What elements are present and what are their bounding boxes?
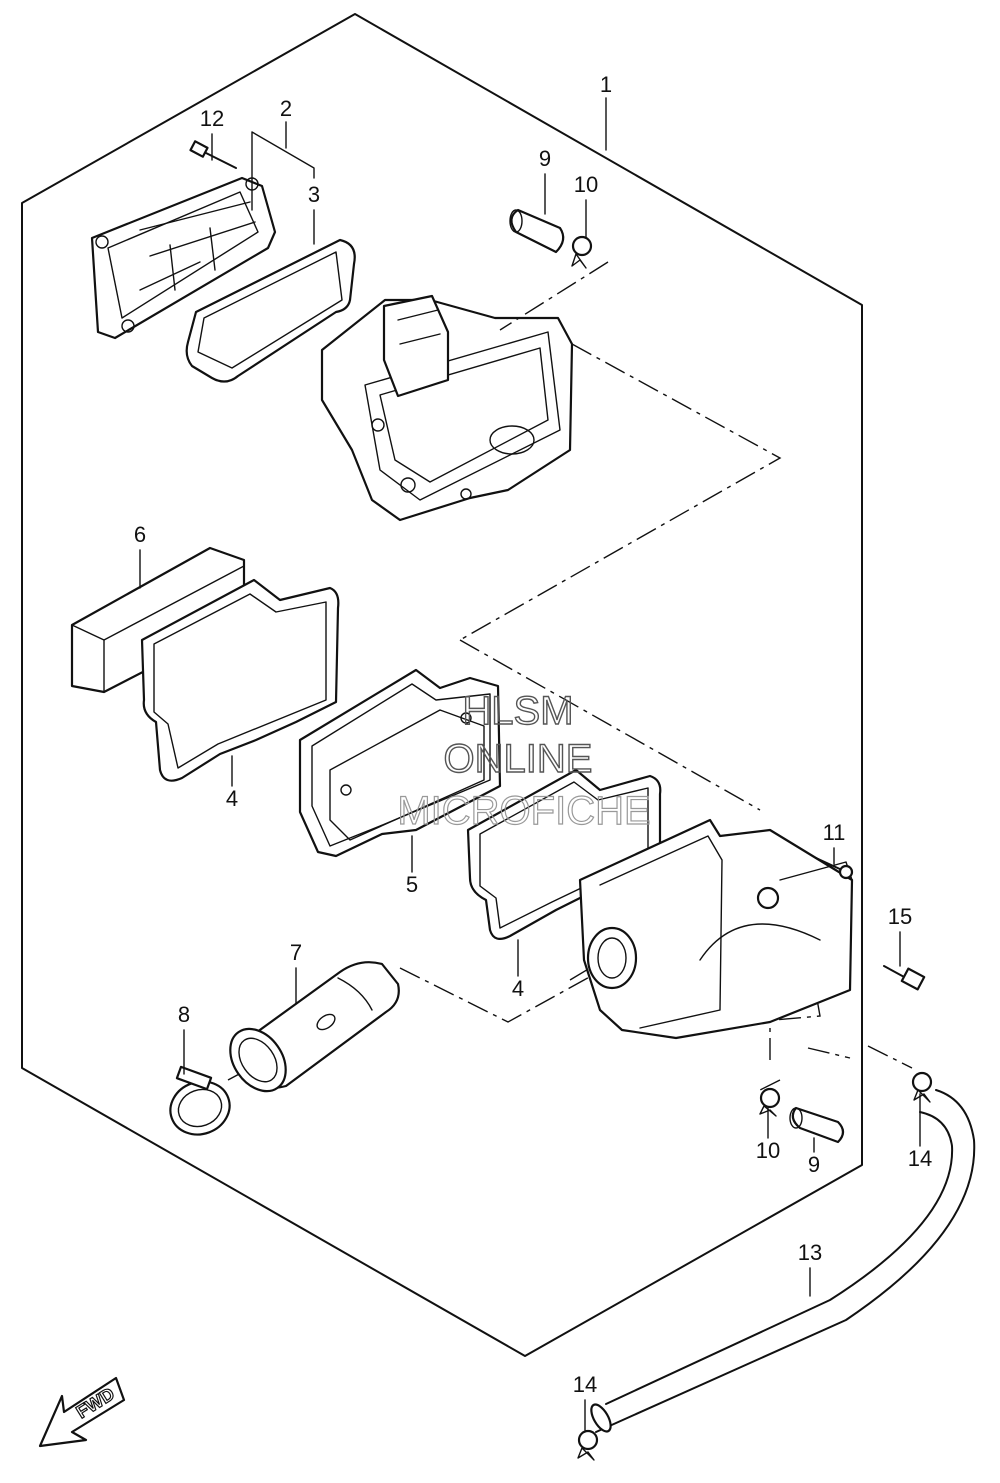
hose-clip-upper-right-part [911,1071,933,1103]
callout-15: 15 [888,904,912,929]
hose-clamp-part [169,1065,231,1136]
screw-side-part [815,857,854,880]
element-gasket-lower-part [466,768,662,941]
intake-duct-part [229,961,400,1093]
alignment-line [459,639,761,811]
callout-2: 2 [280,96,292,121]
alignment-line [807,1047,851,1059]
callout-4-upper: 4 [226,786,238,811]
air-cleaner-upper-case-part [320,294,574,522]
hose-clip-top-part [571,235,593,269]
callout-labels: 1 2 3 4 4 5 6 7 8 9 9 10 10 11 12 13 14 … [134,72,932,1397]
alignment-line [759,1079,781,1091]
callout-10-bottom: 10 [756,1138,780,1163]
bolt-part [883,965,926,991]
breather-pipe-top-part [509,208,565,254]
watermark-line-2: ONLINE [444,737,593,781]
callout-11: 11 [823,820,846,845]
callout-5: 5 [406,872,418,897]
watermark-line-1: HLSM [462,689,573,733]
element-frame-part [298,668,502,858]
screw-top-part [189,140,237,169]
callout-9-top: 9 [539,146,551,171]
forward-arrow-icon [38,1376,126,1448]
element-gasket-upper-part [140,578,340,782]
callout-6: 6 [134,522,146,547]
alignment-line [867,1045,913,1069]
alignment-line [499,261,609,331]
callout-3: 3 [308,182,320,207]
callout-4-lower: 4 [512,976,524,1001]
cover-gasket-part [185,238,356,383]
breather-hose-part [590,1089,976,1433]
callout-14-right: 14 [908,1146,932,1171]
hose-clip-lower-part [759,1087,781,1117]
callout-9-bottom: 9 [808,1152,820,1177]
leader-lines [139,97,921,1431]
assembly-boundary [21,13,863,1357]
callout-13: 13 [798,1240,822,1265]
air-cleaner-lower-case-part [578,818,854,1040]
hose-clip-bottom-part [577,1429,599,1461]
callout-7: 7 [290,940,302,965]
alignment-line [459,343,782,641]
callout-10-top: 10 [574,172,598,197]
callout-12: 12 [200,106,224,131]
breather-pipe-lower-part [789,1106,845,1144]
callout-8: 8 [178,1002,190,1027]
forward-direction-badge: FWD [38,1376,126,1448]
watermark: HLSM ONLINE MICROFICHE [397,688,652,833]
callout-14-bottom: 14 [573,1372,597,1397]
watermark-line-3: MICROFICHE [397,789,650,833]
callout-1: 1 [600,72,612,97]
